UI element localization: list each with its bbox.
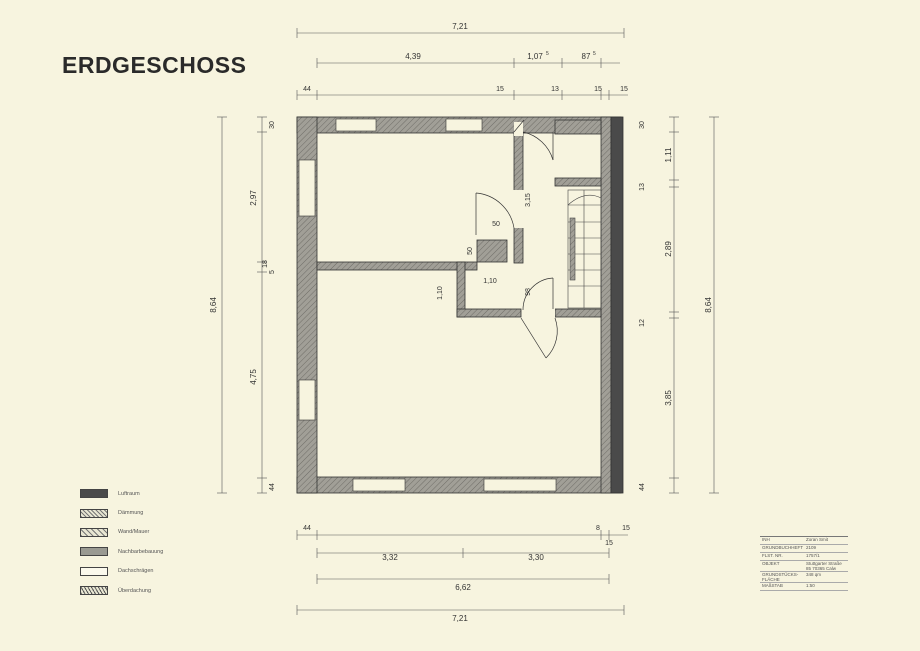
dim-left-seg-6: 44 [269, 483, 276, 491]
dim-left-seg-5: 4,75 [249, 369, 258, 385]
dim-left-seg-1: 30 [269, 121, 276, 129]
dim-top-small-3: 13 [551, 86, 559, 93]
title-block-key: OBJEKT [762, 561, 780, 566]
legend-swatch [80, 527, 108, 537]
dim-bottom-small-2: 8 [596, 525, 600, 532]
legend-item: Dämmung [80, 503, 200, 522]
legend-item: Dachschrägen [80, 562, 200, 581]
dim-top-small-4: 15 [594, 86, 602, 93]
staircase [567, 189, 602, 309]
dim-bottom-mid: 6,62 [455, 583, 471, 592]
dim-right-seg-7: 44 [639, 483, 646, 491]
title-block-row: MAßSTAB 1:50 [760, 583, 848, 591]
openings [513, 122, 555, 318]
dim-bottom-overall: 7,21 [452, 614, 468, 623]
title-block-row: INH Zoran Smit [760, 537, 848, 545]
title-block-row: OBJEKT Stuttgarter Straße 85 70365 Calw [760, 561, 848, 572]
dim-interior-3: 50 [467, 247, 474, 255]
legend-item: Luftraum [80, 484, 200, 503]
dimension-lines [217, 28, 719, 615]
legend-swatch [80, 566, 108, 576]
legend-label: Wand/Mauer [118, 529, 150, 536]
title-block-value: 1757/1 [806, 553, 820, 558]
dim-right-seg-5: 12 [639, 319, 646, 327]
title-block-key: GRUNDSTÜCKS-FLÄCHE [762, 572, 799, 582]
dim-top-seg-2: 1,07 [527, 52, 543, 61]
dim-bottom-seg-1: 3,32 [382, 553, 398, 562]
dimension-labels: 7,21 4,39 1,07 5 87 5 44 15 13 15 15 8,6… [209, 22, 713, 623]
legend-swatch [80, 547, 108, 557]
legend-item: Nachbarbebauung [80, 542, 200, 561]
windows [298, 118, 557, 492]
dim-interior-5: 1,10 [437, 286, 444, 300]
title-block-value: Zoran Smit [806, 537, 829, 542]
dim-left-overall: 8,64 [209, 297, 218, 313]
legend-swatch [80, 586, 108, 596]
dim-right-overall: 8,64 [704, 297, 713, 313]
title-block-key: INH [762, 537, 770, 542]
dim-top-sup-1: 5 [546, 51, 549, 57]
dim-right-seg-2: 1,11 [664, 147, 673, 163]
legend-swatch [80, 508, 108, 518]
dim-top-small-5: 15 [620, 86, 628, 93]
dim-left-seg-2: 2,97 [249, 190, 258, 206]
title-block-value: 348 qm [806, 572, 822, 577]
dim-interior-6: 98 [525, 288, 532, 296]
dim-left-seg-4: 5 [269, 270, 276, 274]
legend-label: Überdachung [118, 587, 152, 594]
dim-bottom-small-3: 15 [605, 540, 613, 547]
floor-title: ERDGESCHOSS [62, 52, 247, 78]
dim-bottom-seg-2: 3,30 [528, 553, 544, 562]
legend-swatch [80, 489, 108, 499]
dim-top-seg-1: 4,39 [405, 52, 421, 61]
legend-item: Wand/Mauer [80, 523, 200, 542]
legend-label: Dämmung [118, 510, 144, 517]
dim-bottom-small-4: 15 [622, 525, 630, 532]
title-block-key: FLST. NR. [762, 553, 783, 558]
dim-right-seg-4: 2,89 [664, 241, 673, 257]
legend-label: Luftraum [118, 490, 140, 497]
title-block-value: 1:50 [806, 583, 815, 588]
walls [296, 116, 624, 494]
title-block-value: Stuttgarter Straße 85 70365 Calw [806, 561, 842, 571]
doors [475, 119, 558, 359]
dim-interior-2: 3,15 [525, 193, 532, 207]
dim-interior-1: 50 [492, 221, 500, 228]
dim-top-small-1: 44 [303, 86, 311, 93]
dim-bottom-small-1: 44 [303, 525, 311, 532]
legend-item: Überdachung [80, 581, 200, 600]
legend-label: Nachbarbebauung [118, 548, 164, 555]
title-block-value: 2109 [806, 545, 817, 550]
title-block-key: MAßSTAB [762, 583, 783, 588]
dim-right-seg-3: 13 [639, 183, 646, 191]
dim-top-seg-3: 87 [582, 52, 591, 61]
dim-right-seg-6: 3,85 [664, 390, 673, 406]
dim-top-overall: 7,21 [452, 22, 468, 31]
dim-left-seg-3: 18 [262, 260, 269, 268]
dim-top-small-2: 15 [496, 86, 504, 93]
dim-top-sup-2: 5 [593, 51, 596, 57]
title-block-row: GRUNDSTÜCKS-FLÄCHE 348 qm [760, 572, 848, 583]
title-block-key: GRUNDBUCHHEFT [762, 545, 803, 550]
legend-label: Dachschrägen [118, 568, 154, 575]
title-block-row: FLST. NR. 1757/1 [760, 553, 848, 561]
dim-interior-4: 1,10 [483, 278, 497, 285]
dim-right-seg-1: 30 [639, 121, 646, 129]
